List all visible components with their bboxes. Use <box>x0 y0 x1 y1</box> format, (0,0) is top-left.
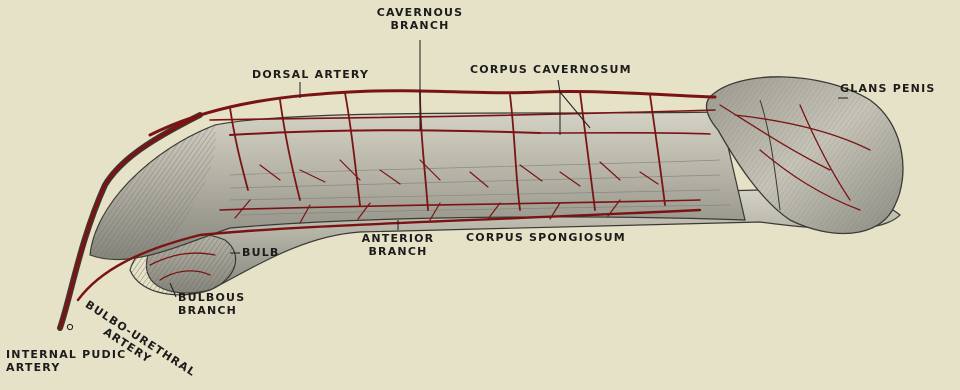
corpus-spongiosum-label: CORPUS SPONGIOSUM <box>466 231 626 244</box>
cavernous-branch-label: CAVERNOUS BRANCH <box>360 6 480 32</box>
corpus-cavernosum-label: CORPUS CAVERNOSUM <box>470 63 632 76</box>
penis-arteries-drawing <box>0 0 960 379</box>
anterior-branch-label: ANTERIOR BRANCH <box>350 232 446 258</box>
glans-penis-label: GLANS PENIS <box>840 82 936 95</box>
dorsal-artery-label: DORSAL ARTERY <box>252 68 369 81</box>
anatomical-illustration: CAVERNOUS BRANCH DORSAL ARTERY CORPUS CA… <box>0 0 960 379</box>
bulb-label: BULB <box>242 246 280 259</box>
internal-pudic-artery-label: INTERNAL PUDIC ARTERY <box>6 348 126 374</box>
bulbous-branch-label: BULBOUS BRANCH <box>178 291 245 317</box>
